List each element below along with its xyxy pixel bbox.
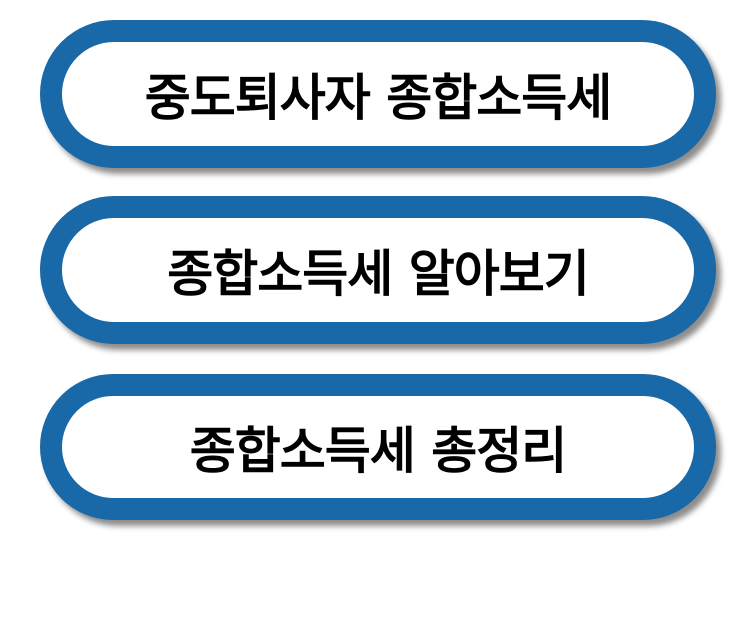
button-income-tax-overview-label: 종합소득세 알아보기 — [167, 245, 589, 303]
button-income-tax-overview[interactable]: 종합소득세 알아보기 — [40, 196, 716, 344]
button-income-tax-summary-label: 종합소득세 총정리 — [189, 422, 567, 480]
button-retiree-income-tax[interactable]: 중도퇴사자 종합소득세 — [40, 20, 716, 168]
button-income-tax-summary[interactable]: 종합소득세 총정리 — [40, 374, 716, 520]
button-retiree-income-tax-label: 중도퇴사자 종합소득세 — [144, 69, 612, 127]
